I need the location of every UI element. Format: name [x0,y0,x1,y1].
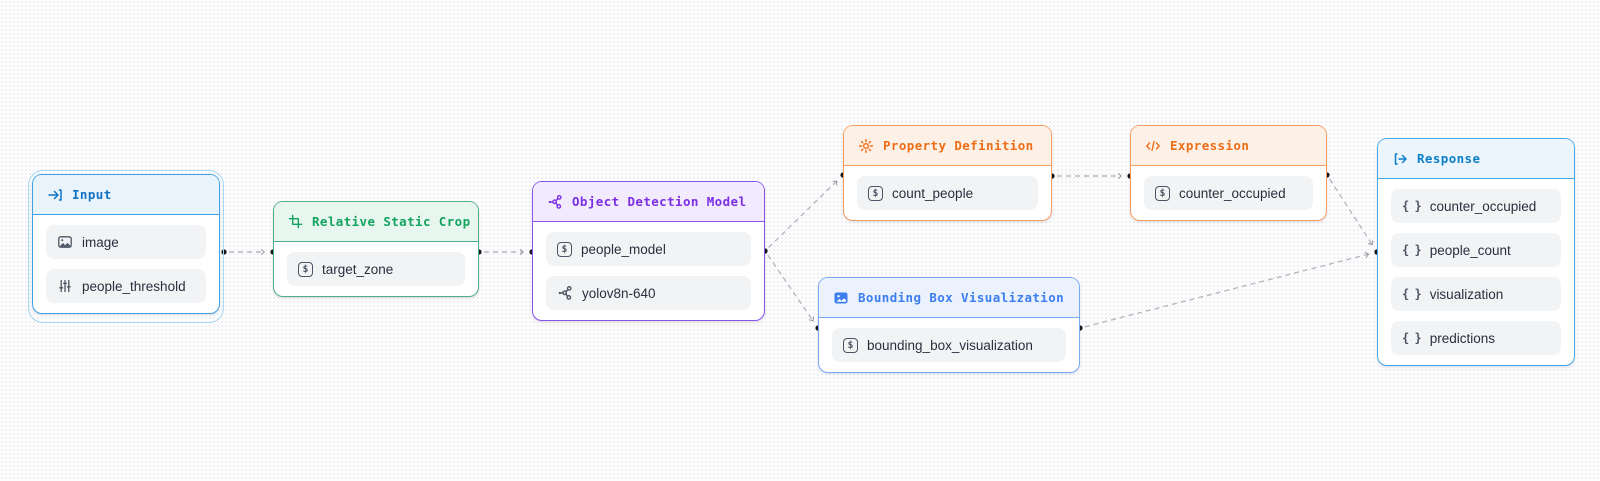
detection-icon [557,285,573,301]
dollar-icon: $ [843,337,858,353]
crop-icon [288,214,303,229]
dollar-icon: $ [557,241,572,257]
dollar-icon: $ [1155,185,1170,201]
image-filled-icon [833,290,849,306]
item-counter-occupied: { } counter_occupied [1391,189,1561,223]
node-relative-static-crop[interactable]: Relative Static Crop $ target_zone [273,201,479,297]
node-title: Input [72,187,112,202]
node-header: Input [33,175,219,215]
node-header: Response [1378,139,1574,179]
node-header: Object Detection Model [533,182,764,222]
node-body: { } counter_occupied { } people_count { … [1378,179,1574,365]
node-header: Expression [1131,126,1326,166]
node-body: image people_threshold [33,215,219,313]
item-count-people: $ count_people [857,176,1038,210]
sliders-icon [57,278,73,294]
edge-object_detection_model-to-property_definition [768,181,837,249]
node-body: $ count_people [844,166,1051,220]
detection-icon [547,194,563,210]
node-property-definition[interactable]: Property Definition $ count_people [843,125,1052,221]
node-body: $ counter_occupied [1131,166,1326,220]
node-response[interactable]: Response { } counter_occupied { } people… [1377,138,1575,366]
node-object-detection-model[interactable]: Object Detection Model $ people_model yo… [532,181,765,321]
edge-object_detection_model-to-bounding_box_visualization [767,254,813,320]
item-people-model: $ people_model [546,232,751,266]
item-label: predictions [1429,330,1495,346]
gear-icon [858,138,874,154]
item-label: count_people [892,185,974,201]
edge-expression-to-response [1329,178,1372,244]
dollar-icon: $ [298,261,313,277]
item-target-zone: $ target_zone [287,252,465,286]
node-title: Response [1417,151,1481,166]
node-header: Property Definition [844,126,1051,166]
node-body: $ target_zone [274,242,478,296]
braces-icon: { } [1402,243,1422,257]
item-bounding-box-visualization: $ bounding_box_visualization [832,328,1066,362]
braces-icon: { } [1402,331,1422,345]
item-label: people_count [1429,242,1511,258]
log-out-icon [1392,151,1408,167]
connection-dot-source[interactable] [221,249,227,255]
node-input[interactable]: Input image [32,174,220,314]
edge-bounding_box_visualization-to-response [1084,254,1368,328]
node-title: Relative Static Crop [312,214,471,229]
node-title: Property Definition [883,138,1034,153]
node-header: Bounding Box Visualization [819,278,1079,318]
item-label: yolov8n-640 [582,285,656,301]
node-title: Expression [1170,138,1250,153]
item-image: image [46,225,206,259]
log-in-icon [47,187,63,203]
node-title: Bounding Box Visualization [858,290,1065,305]
item-label: target_zone [322,261,394,277]
node-body: $ bounding_box_visualization [819,318,1079,372]
node-body: $ people_model yolov8n-640 [533,222,764,320]
node-expression[interactable]: Expression $ counter_occupied [1130,125,1327,221]
item-label: counter_occupied [1429,198,1537,214]
braces-icon: { } [1402,199,1422,213]
item-label: image [82,234,119,250]
node-input-selection-ring: Input image [28,170,224,323]
item-visualization: { } visualization [1391,277,1561,311]
code-icon [1145,138,1161,154]
item-label: counter_occupied [1179,185,1286,201]
item-people-threshold: people_threshold [46,269,206,303]
item-label: bounding_box_visualization [867,337,1033,353]
item-yolov8n-640: yolov8n-640 [546,276,751,310]
node-header: Relative Static Crop [274,202,478,242]
item-predictions: { } predictions [1391,321,1561,355]
item-label: visualization [1429,286,1504,302]
item-people-count: { } people_count [1391,233,1561,267]
braces-icon: { } [1402,287,1422,301]
item-label: people_threshold [82,278,186,294]
item-counter-occupied: $ counter_occupied [1144,176,1313,210]
dollar-icon: $ [868,185,883,201]
node-bounding-box-visualization[interactable]: Bounding Box Visualization $ bounding_bo… [818,277,1080,373]
image-icon [57,234,73,250]
item-label: people_model [581,241,666,257]
node-title: Object Detection Model [572,194,747,209]
